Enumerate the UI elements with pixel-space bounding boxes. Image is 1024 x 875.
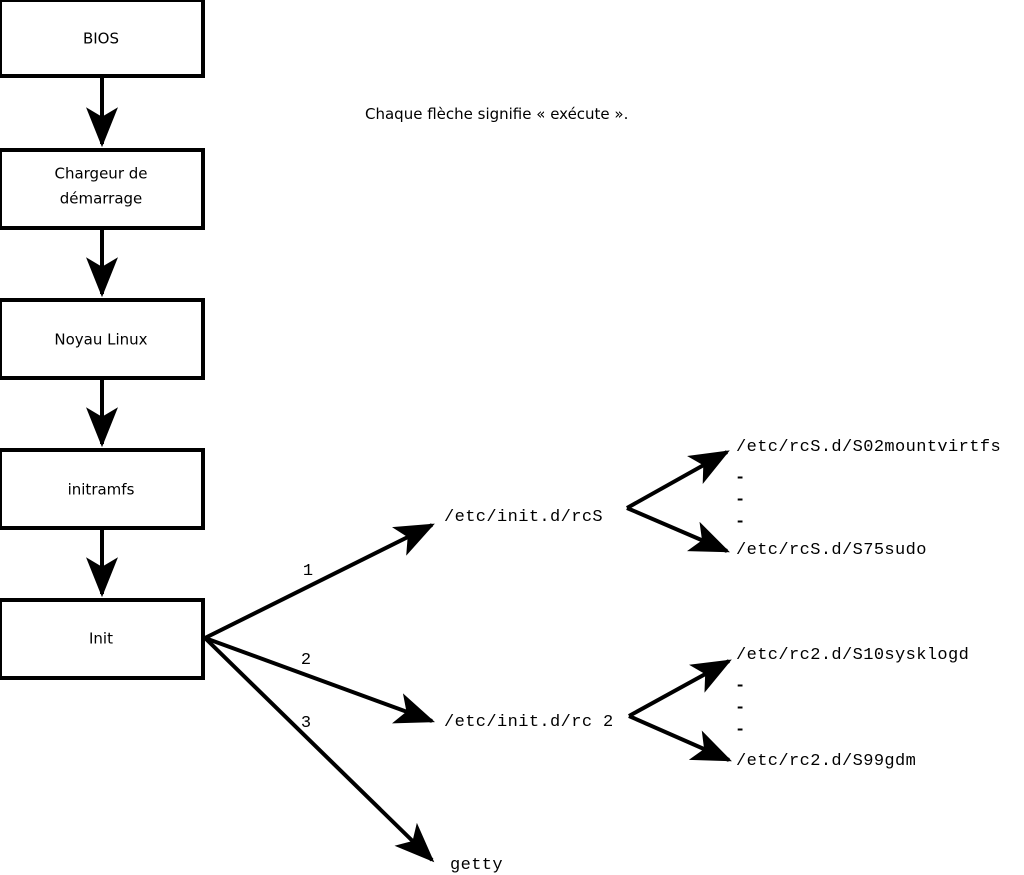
- node-init: Init: [0, 598, 205, 680]
- bios-label: BIOS: [83, 30, 119, 48]
- arrow-rcs-to-last-script: [626, 506, 730, 553]
- bootloader-label-line2: démarrage: [60, 190, 143, 208]
- rcs-ellipsis-dash-3: -: [735, 513, 745, 532]
- label-getty: getty: [450, 856, 503, 875]
- label-rc2-first-script: /etc/rc2.d/S10sysklogd: [736, 646, 969, 665]
- rcs-ellipsis-dash-1: -: [735, 469, 745, 488]
- arrow-rc2-to-first-script: [628, 659, 732, 718]
- node-kernel: Noyau Linux: [0, 298, 205, 380]
- arrow-init-to-rcs: [204, 523, 435, 640]
- rc2-ellipsis-dash-1: -: [735, 677, 745, 696]
- bootloader-box: [0, 148, 205, 230]
- label-init-d-rcs: /etc/init.d/rcS: [444, 508, 603, 527]
- rcs-ellipsis-dash-2: -: [735, 491, 745, 510]
- edge-number-2: 2: [301, 651, 311, 670]
- bios-box: [0, 0, 205, 78]
- kernel-box: [0, 298, 205, 380]
- node-initramfs: initramfs: [0, 448, 205, 530]
- arrow-init-to-getty: [203, 636, 435, 863]
- rc2-ellipsis-dash-2: -: [735, 699, 745, 718]
- arrow-rcs-to-first-script: [626, 450, 730, 510]
- node-bios: BIOS: [0, 0, 205, 78]
- kernel-label: Noyau Linux: [54, 331, 147, 349]
- initramfs-box: [0, 448, 205, 530]
- label-rcs-first-script: /etc/rcS.d/S02mountvirtfs: [736, 438, 1001, 457]
- diagram-caption: Chaque flèche signifie « exécute ».: [365, 105, 628, 123]
- arrow-rc2-to-last-script: [628, 714, 732, 762]
- edge-number-1: 1: [303, 562, 313, 581]
- label-rc2-last-script: /etc/rc2.d/S99gdm: [736, 752, 916, 771]
- init-label: Init: [89, 630, 113, 648]
- node-bootloader: Chargeur de démarrage: [0, 148, 205, 230]
- label-rcs-last-script: /etc/rcS.d/S75sudo: [736, 541, 927, 560]
- bootloader-label-line1: Chargeur de: [54, 165, 147, 183]
- initramfs-label: initramfs: [68, 481, 135, 499]
- edge-number-3: 3: [301, 714, 311, 733]
- label-init-d-rc2: /etc/init.d/rc 2: [444, 713, 614, 732]
- init-box: [0, 598, 205, 680]
- arrow-init-to-rc2: [204, 636, 436, 724]
- rc2-ellipsis-dash-3: -: [735, 721, 745, 740]
